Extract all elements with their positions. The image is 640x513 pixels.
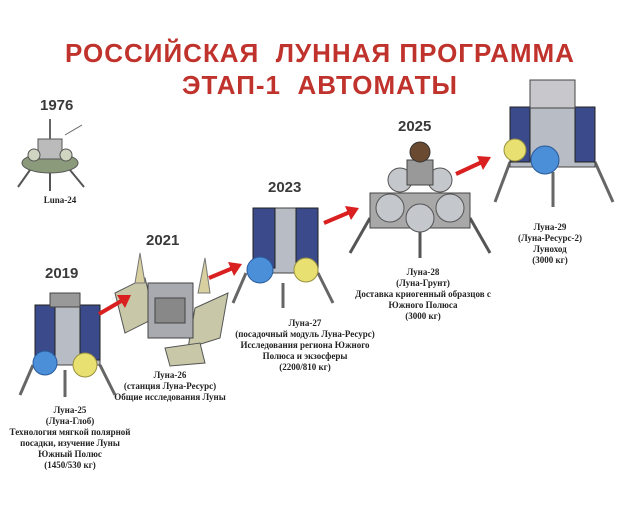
year-1976: 1976 — [40, 97, 74, 114]
orbiter-icon — [114, 252, 229, 367]
caption-luna-28: Луна-28(Луна-Грунт) Доставка криогенный … — [355, 267, 491, 321]
lander-icon — [493, 79, 615, 207]
arrow-icon — [208, 262, 242, 280]
year-2021: 2021 — [146, 232, 180, 249]
arrow-icon — [323, 206, 359, 225]
lander-icon — [348, 141, 492, 258]
title-line-2: ЭТАП-1 АВТОМАТЫ — [182, 70, 458, 100]
lander-icon — [231, 207, 335, 308]
title-line-1: РОССИЙСКАЯ ЛУННАЯ ПРОГРАММА — [65, 38, 575, 68]
caption-luna-26: Луна-26(станция Луна-Ресурс) Общие иссле… — [114, 370, 226, 402]
lander-icon — [18, 292, 117, 397]
year-2019: 2019 — [45, 265, 79, 282]
lander-icon — [17, 119, 85, 191]
year-2023: 2023 — [268, 179, 302, 196]
caption-luna-24: Luna-24 — [43, 195, 77, 205]
arrow-icon — [455, 156, 491, 176]
arrow-icon — [97, 295, 131, 316]
caption-luna-29: Луна-29(Луна-Ресурс-2) Луноход(3000 кг) — [517, 222, 582, 265]
year-2025: 2025 — [398, 118, 432, 135]
caption-luna-25: Луна-25(Луна-Глоб) Технология мягкой пол… — [9, 405, 131, 470]
caption-luna-27: Луна-27(посадочный модуль Луна-Ресурс) И… — [235, 318, 375, 372]
